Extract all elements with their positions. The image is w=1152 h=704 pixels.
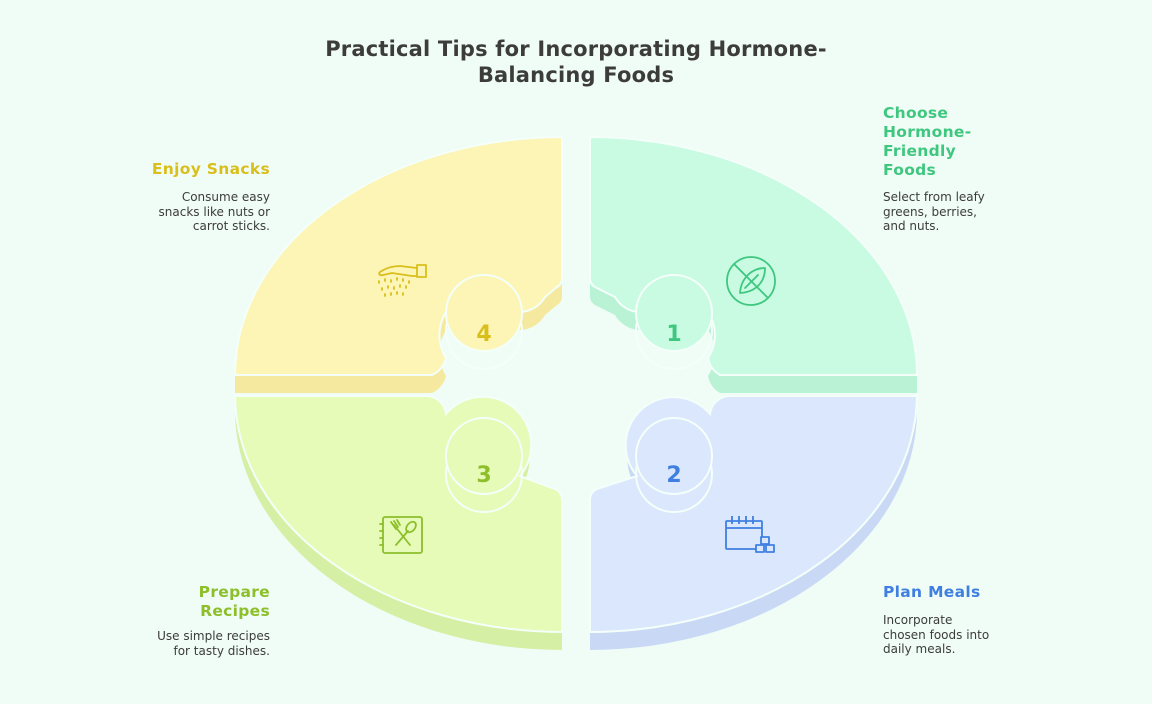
step-2-label: Plan Meals — [883, 583, 981, 601]
step-2-number: 2 — [666, 463, 681, 488]
step-4-label: Enjoy Snacks — [151, 160, 270, 178]
step-3-description: Use simple recipes for tasty dishes. — [157, 629, 270, 658]
calendar-blocks-icon — [725, 516, 775, 553]
quadrant-4 — [233, 135, 563, 393]
step-1-number: 1 — [666, 322, 681, 347]
step-1-label: Choose Hormone- Friendly Foods — [883, 104, 972, 179]
step-2-description: Incorporate chosen foods into daily meal… — [883, 613, 990, 656]
recipe-book-icon — [379, 516, 423, 554]
diagram-title: Practical Tips for Incorporating Hormone… — [325, 37, 827, 87]
leaf-crossed-icon — [726, 256, 776, 306]
step-4-number: 4 — [476, 322, 491, 347]
step-3-label: Prepare Recipes — [198, 583, 270, 620]
step-1-description: Select from leafy greens, berries, and n… — [883, 190, 985, 233]
step-4-description: Consume easy snacks like nuts or carrot … — [158, 190, 270, 233]
step-3-number: 3 — [476, 463, 491, 488]
quadrant-2 — [588, 394, 919, 650]
hand-sprinkle-icon — [378, 264, 427, 297]
quadrant-1 — [589, 135, 919, 393]
